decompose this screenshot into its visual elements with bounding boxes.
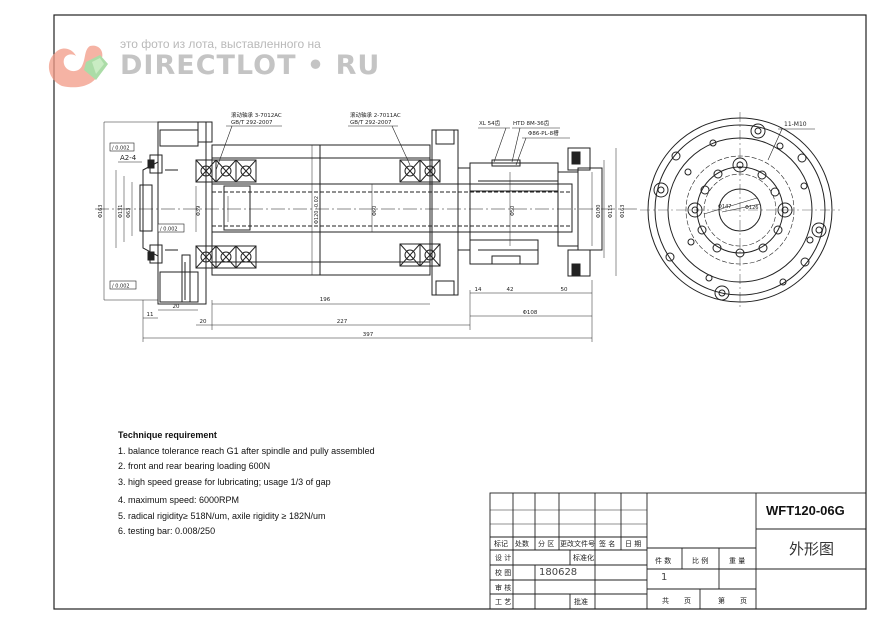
standardized-label: 标准化 [573, 554, 594, 562]
dim-phi50: Φ50 [510, 206, 516, 216]
dim-phi63: Φ63 [126, 208, 132, 218]
header-change-doc: 更改文件号 [560, 540, 595, 548]
date-value: 180628 [539, 567, 578, 578]
holes-callout: 11-M10 [784, 121, 807, 128]
dim-20a: 20 [173, 304, 180, 310]
dim-phi147: Φ147 [718, 204, 731, 210]
header-signature: 签 名 [599, 540, 616, 548]
sheets-number-label: 第 [718, 597, 725, 605]
front-bearing-callout: 滚动轴承 3-7012AC [231, 111, 282, 119]
front-bearing-standard: GB/T 292-2007 [231, 120, 273, 126]
dim-11: 11 [147, 312, 154, 318]
notes-title: Technique requirement [118, 430, 217, 440]
note-item: 1. balance tolerance reach G1 after spin… [118, 445, 375, 456]
dim-227: 227 [337, 319, 348, 325]
note-item: 3. high speed grease for lubricating; us… [118, 476, 331, 487]
tolerance-text-2: / 0.002 [160, 227, 178, 233]
header-zone: 分 区 [538, 540, 555, 548]
technique-requirements: Technique requirement 1. balance toleran… [118, 428, 375, 540]
sheets-total-label: 共 [662, 597, 669, 605]
drawing-border [53, 14, 867, 610]
tolerance-frames [109, 142, 185, 290]
callout-leaders [118, 125, 815, 171]
note-item: 4. maximum speed: 6000RPM [118, 495, 240, 505]
dim-phi115: Φ115 [608, 205, 614, 218]
count-value: 1 [661, 572, 668, 583]
dim-phi120: Φ120 -0.02 [314, 196, 320, 224]
note-item: 6. testing bar: 0.008/250 [118, 526, 216, 536]
belt-xl-callout: XL 54齿 [479, 120, 501, 127]
watermark-caption: это фото из лота, выставленного на [120, 37, 321, 51]
rear-bearing-standard: GB/T 292-2007 [350, 120, 392, 126]
dim-20b: 20 [200, 319, 207, 325]
taper-callout: A2-4 [120, 154, 137, 162]
dim-50: 50 [561, 287, 568, 293]
dim-14: 14 [475, 287, 482, 293]
dim-phi60: Φ60 [372, 206, 378, 216]
note-item: 5. radical rigidity≥ 518N/um, axile rigi… [118, 510, 326, 521]
bottom-dimension-lines [142, 280, 593, 342]
approved-label: 批准 [574, 598, 588, 606]
weight-header-weight: 重 量 [729, 557, 746, 565]
rear-bearing-callout: 滚动轴承 2-7011AC [350, 111, 401, 119]
row-review: 审 核 [495, 584, 512, 592]
dim-phi39: Φ39 [196, 206, 202, 216]
sheets-page-label-2: 页 [740, 597, 747, 605]
tolerance-text-1: / 0.002 [112, 146, 130, 152]
dim-196: 196 [320, 297, 331, 303]
title-block [489, 492, 867, 610]
weight-header-scale: 比 例 [692, 557, 709, 565]
dim-phi126: Φ126 [745, 205, 758, 211]
dim-phi163-left: Φ163 [98, 205, 104, 218]
left-dimension-lines [103, 121, 617, 301]
dim-42: 42 [507, 287, 514, 293]
belt-pl-callout: Φ86-PL-8槽 [528, 129, 559, 137]
dim-phi100: Φ100 [596, 205, 602, 218]
row-process: 工 艺 [495, 598, 512, 606]
dim-phi131: Φ131 [118, 205, 124, 218]
drawing-name: 外形图 [789, 540, 835, 558]
tolerance-text-3: / 0.002 [112, 284, 130, 290]
sheets-page-label: 页 [684, 597, 691, 605]
dim-phi108: Φ108 [523, 310, 538, 316]
header-mark: 标记 [494, 540, 508, 548]
row-check: 校 图 [495, 569, 512, 577]
watermark-brand: DIRECTLOT • RU [120, 50, 381, 81]
belt-htd-callout: HTD 8M-36齿 [513, 120, 550, 127]
header-date: 日 期 [625, 540, 642, 548]
note-item: 2. front and rear bearing loading 600N [118, 461, 271, 471]
model-number: WFT120-06G [766, 503, 845, 518]
watermark-logo-icon [48, 45, 108, 88]
spindle-side-view [95, 121, 640, 305]
header-count: 处数 [515, 540, 529, 548]
weight-header-count: 件 数 [655, 557, 672, 565]
dim-397: 397 [363, 332, 374, 338]
dim-phi163-right: Φ163 [620, 205, 626, 218]
row-design: 设 计 [495, 554, 512, 562]
spindle-end-view [640, 112, 840, 310]
